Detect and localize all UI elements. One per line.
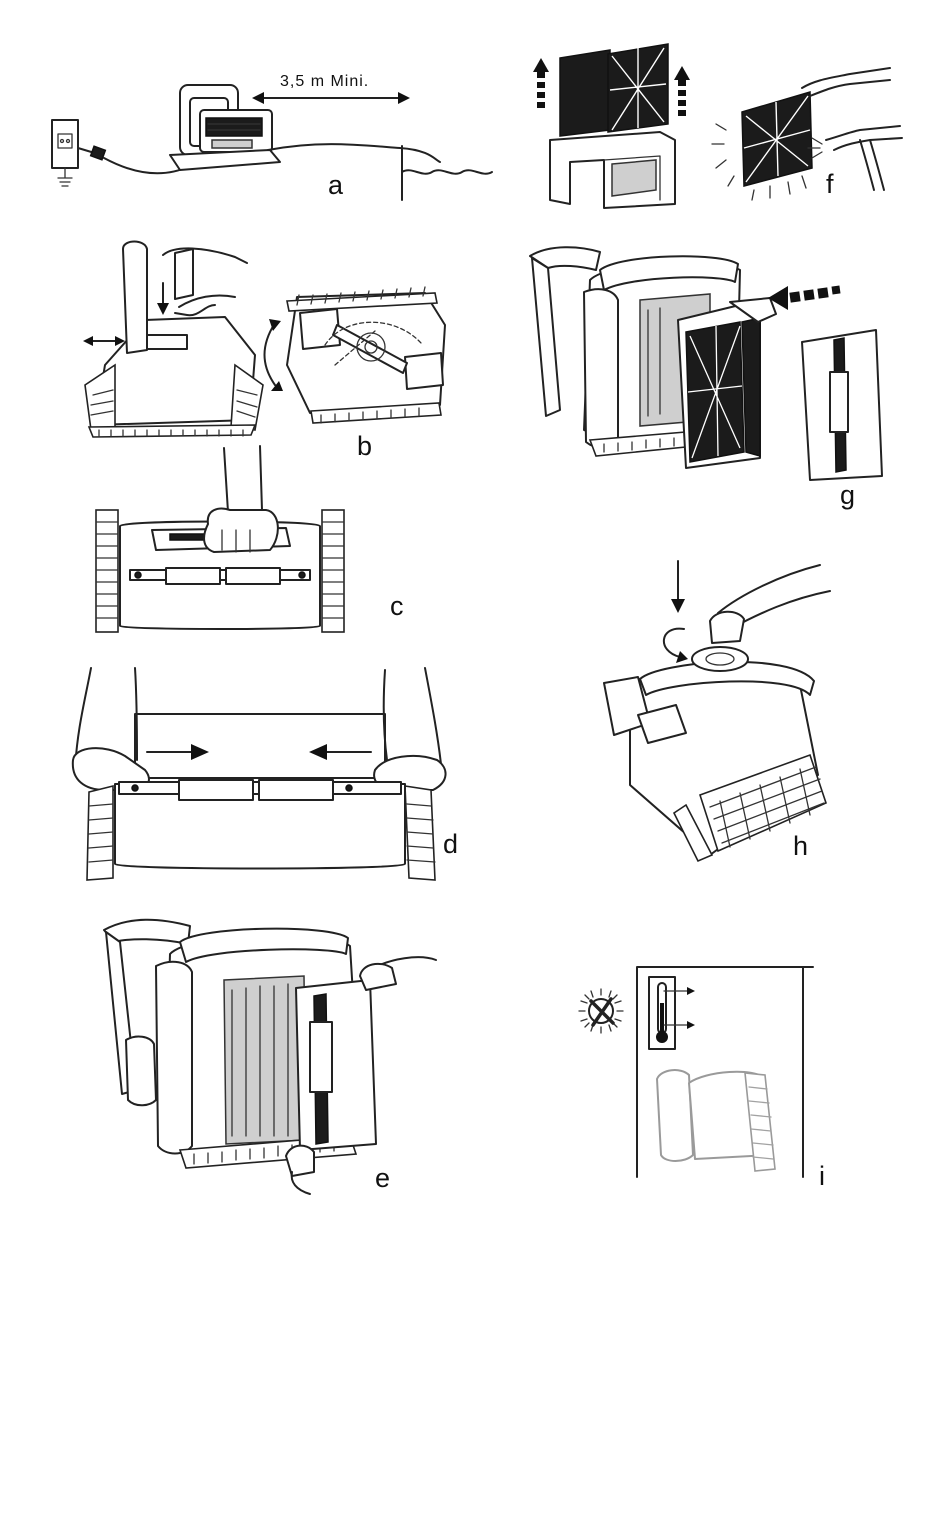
up-arrow-left: [533, 58, 549, 108]
impeller-access-illustration: [590, 555, 920, 870]
stored-robot: [657, 1070, 775, 1171]
up-arrow-right: [674, 66, 690, 116]
figure-label-d: d: [443, 831, 458, 858]
figure-label-g: g: [840, 482, 855, 509]
figure-label-i: i: [819, 1163, 825, 1190]
panel-h: h: [590, 555, 920, 870]
filter-insertion-illustration: [520, 230, 920, 510]
lid-slide-illustration: [65, 660, 475, 885]
lid-release-illustration: [90, 440, 420, 640]
storage-conditions-illustration: [565, 955, 835, 1195]
sun-crossed-icon: [579, 989, 623, 1033]
panel-b: b: [75, 235, 475, 460]
panel-a: 3,5 m Mini. a: [40, 80, 500, 210]
panel-e: e: [100, 910, 440, 1195]
lid-closing-illustration: [100, 910, 440, 1195]
power-supply-illustration: [40, 80, 500, 210]
panel-f: f: [530, 40, 930, 210]
figure-label-e: e: [375, 1165, 390, 1192]
panel-g: g: [520, 230, 920, 510]
figure-label-f: f: [826, 171, 834, 198]
panel-c: c: [90, 440, 420, 640]
distance-label: 3,5 m Mini.: [280, 73, 369, 91]
panel-i: i: [565, 955, 835, 1195]
thermometer-icon: [649, 977, 695, 1049]
figure-label-a: a: [328, 172, 343, 199]
figure-label-c: c: [390, 593, 404, 620]
filter-cleaning-illustration: [530, 40, 930, 210]
figure-label-h: h: [793, 833, 808, 860]
panel-d: d: [65, 660, 475, 885]
handle-adjustment-illustration: [75, 235, 475, 460]
